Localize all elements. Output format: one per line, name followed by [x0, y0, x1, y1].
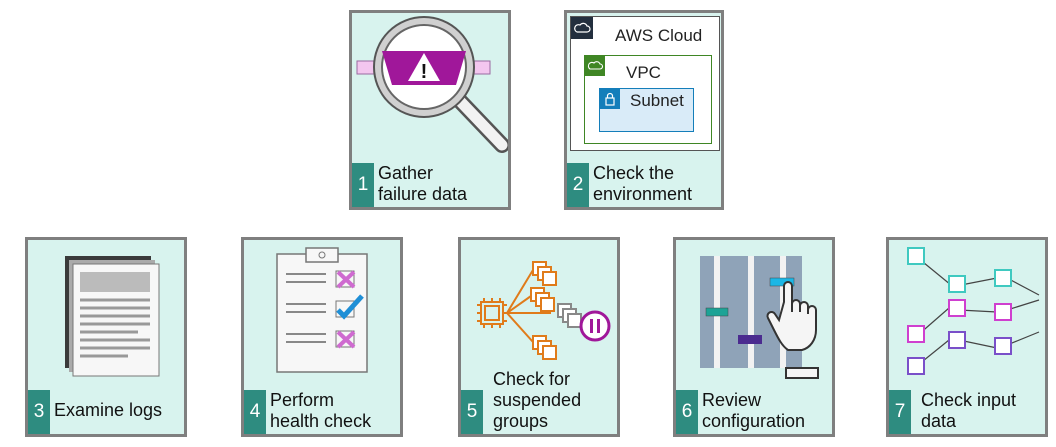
step-3-card: 3 Examine logs — [25, 237, 187, 437]
step-label-line: Check for — [493, 369, 571, 389]
step-2-card: AWS Cloud VPC Subnet 2 Check the environ… — [564, 10, 724, 210]
vpc-lock-icon — [585, 56, 605, 76]
step-label-line: suspended — [493, 390, 582, 410]
data-graph-icon — [907, 247, 1040, 375]
step-label-line: Perform — [270, 390, 335, 410]
subnet-box: Subnet — [599, 88, 694, 132]
step-6-card: 6 Review configuration — [673, 237, 835, 437]
step-label-line: Check the — [593, 163, 675, 183]
config-sliders-icon — [700, 256, 819, 379]
step-number-badge: 1 — [352, 163, 374, 207]
step-number-badge: 6 — [676, 390, 698, 434]
vpc-box: VPC Subnet — [584, 55, 712, 144]
step-7-card: 7 Check input data — [886, 237, 1048, 437]
aws-cloud-label: AWS Cloud — [615, 26, 703, 45]
step-label: Review configuration — [702, 390, 805, 432]
step-5-card: 5 Check for suspended groups — [458, 237, 620, 437]
log-documents-icon — [65, 256, 160, 377]
step-label: Check the environment — [593, 163, 692, 205]
step-label-line: Check input — [921, 390, 1017, 410]
clipboard-checklist-icon — [276, 247, 368, 373]
step-4-card: 4 Perform health check — [241, 237, 403, 437]
step-label: Perform health check — [270, 390, 371, 432]
step-number-badge: 2 — [567, 163, 589, 207]
step-label-line: Examine logs — [54, 400, 163, 420]
step-label-line: groups — [493, 411, 549, 431]
cloud-icon — [571, 17, 593, 39]
svg-text:!: ! — [421, 61, 428, 83]
step-label-line: failure data — [378, 184, 468, 204]
vpc-label: VPC — [626, 63, 661, 82]
step-label-line: environment — [593, 184, 693, 204]
step-1-card: ! 1 Gather failure data — [349, 10, 511, 210]
step-label-line: Review — [702, 390, 762, 410]
subnet-label: Subnet — [630, 91, 684, 110]
step-number-badge: 7 — [889, 390, 911, 434]
step-number-badge: 4 — [244, 390, 266, 434]
step-label: Gather failure data — [378, 163, 467, 205]
suspended-group-icon — [477, 261, 611, 360]
step-label: Examine logs — [54, 400, 162, 421]
step-label: Check for suspended groups — [493, 369, 581, 432]
magnifier-warning-icon: ! — [356, 16, 508, 153]
step-label-line: data — [921, 411, 957, 431]
step-label-line: health check — [270, 411, 372, 431]
step-label-line: configuration — [702, 411, 806, 431]
step-number-badge: 5 — [461, 390, 483, 434]
step-label-line: Gather — [378, 163, 434, 183]
step-label: Check input data — [921, 390, 1016, 432]
subnet-lock-icon — [600, 89, 620, 109]
aws-cloud-box: AWS Cloud VPC Subnet — [570, 16, 720, 151]
step-number-badge: 3 — [28, 390, 50, 434]
